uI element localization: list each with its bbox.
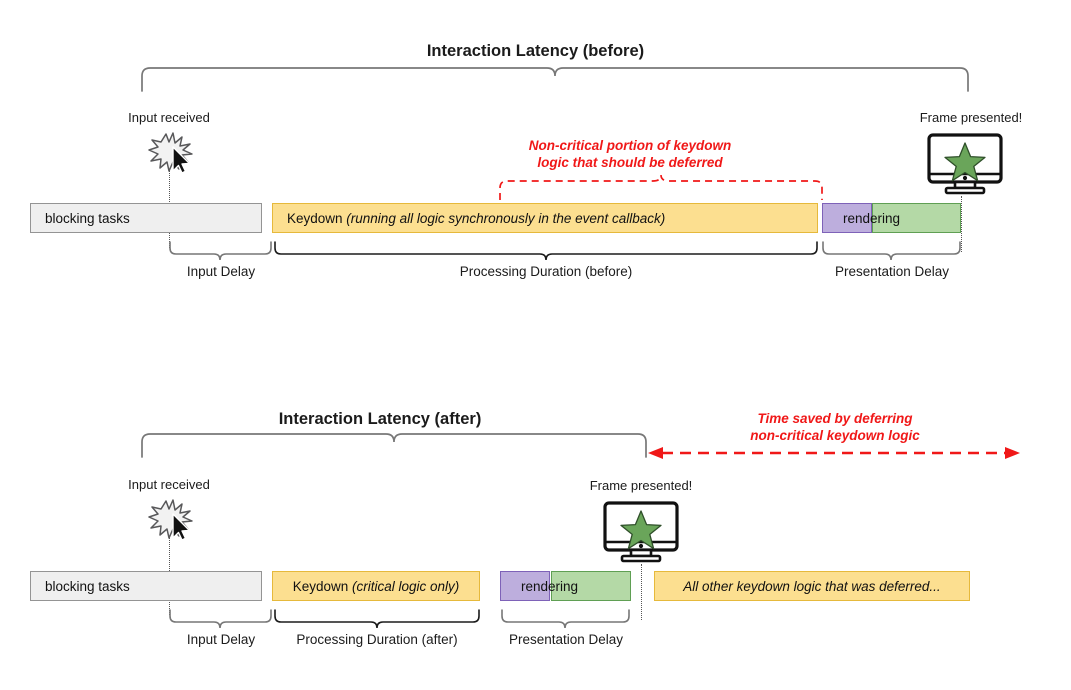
deferred-annotation-line-1: Non-critical portion of keydown <box>528 138 732 153</box>
presentation-bar <box>822 203 872 233</box>
interaction-latency-brace-after <box>141 433 647 458</box>
deferred-work-bar: All other keydown logic that was deferre… <box>654 571 970 601</box>
frame-presented-label-after: Frame presented! <box>589 478 693 493</box>
keydown-label-detail: (critical logic only) <box>352 578 460 594</box>
keydown-bar: Keydown (running all logic synchronously… <box>272 203 818 233</box>
click-burst-cursor-icon <box>148 499 193 541</box>
monitor-star-icon <box>603 501 679 563</box>
time-saved-annotation-line-1: Time saved by deferring <box>757 411 913 426</box>
keydown-label: Keydown (running all logic synchronously… <box>287 211 665 226</box>
input-received-label-before: Input received <box>128 110 210 125</box>
frame-guide-line-after <box>641 564 642 620</box>
processing-duration-brace-before <box>274 241 818 261</box>
rendering-bar <box>872 203 961 233</box>
presentation-delay-label-before: Presentation Delay <box>834 264 950 279</box>
monitor-star-icon <box>927 133 1003 195</box>
interaction-latency-brace-before <box>141 67 969 92</box>
diagram-title-after: Interaction Latency (after) <box>278 410 482 428</box>
keydown-label-detail: (running all logic synchronously in the … <box>346 210 666 226</box>
keydown-bar: Keydown (critical logic only) <box>272 571 480 601</box>
keydown-label-main: Keydown <box>292 578 352 594</box>
blocking-tasks-bar: blocking tasks <box>30 571 262 601</box>
click-burst-cursor-icon <box>148 132 193 174</box>
presentation-bar <box>500 571 550 601</box>
deferred-annotation-line-2: logic that should be deferred <box>537 154 723 170</box>
frame-presented-label-before: Frame presented! <box>919 110 1023 125</box>
presentation-delay-brace-after <box>501 609 630 629</box>
processing-duration-label-before: Processing Duration (before) <box>459 264 633 279</box>
presentation-delay-label-after: Presentation Delay <box>508 632 624 647</box>
time-saved-annotation: Time saved by deferring non-critical key… <box>640 411 1030 445</box>
deferred-annotation-before: Non-critical portion of keydown logic th… <box>430 138 830 172</box>
input-delay-label-after: Input Delay <box>186 632 256 647</box>
keydown-label-main: Keydown <box>287 210 347 226</box>
input-received-label-after: Input received <box>128 477 210 492</box>
diagram-title-before: Interaction Latency (before) <box>426 42 645 60</box>
input-delay-brace-after <box>169 609 272 629</box>
time-saved-double-arrow-icon <box>648 447 1020 459</box>
input-delay-brace-before <box>169 241 272 261</box>
keydown-label: Keydown (critical logic only) <box>293 579 460 594</box>
processing-duration-label-after: Processing Duration (after) <box>296 632 458 647</box>
blocking-tasks-label: blocking tasks <box>45 210 130 226</box>
frame-guide-line-before <box>961 196 962 252</box>
time-saved-annotation-line-2: non-critical keydown logic <box>750 427 920 443</box>
input-delay-label-before: Input Delay <box>186 264 256 279</box>
deferred-annotation-bracket <box>499 174 823 200</box>
rendering-bar <box>551 571 631 601</box>
deferred-work-label-text: All other keydown logic that was deferre… <box>683 578 941 594</box>
blocking-tasks-label: blocking tasks <box>45 578 130 594</box>
presentation-delay-brace-before <box>822 241 961 261</box>
processing-duration-brace-after <box>274 609 480 629</box>
blocking-tasks-bar: blocking tasks <box>30 203 262 233</box>
deferred-work-label: All other keydown logic that was deferre… <box>683 579 940 594</box>
